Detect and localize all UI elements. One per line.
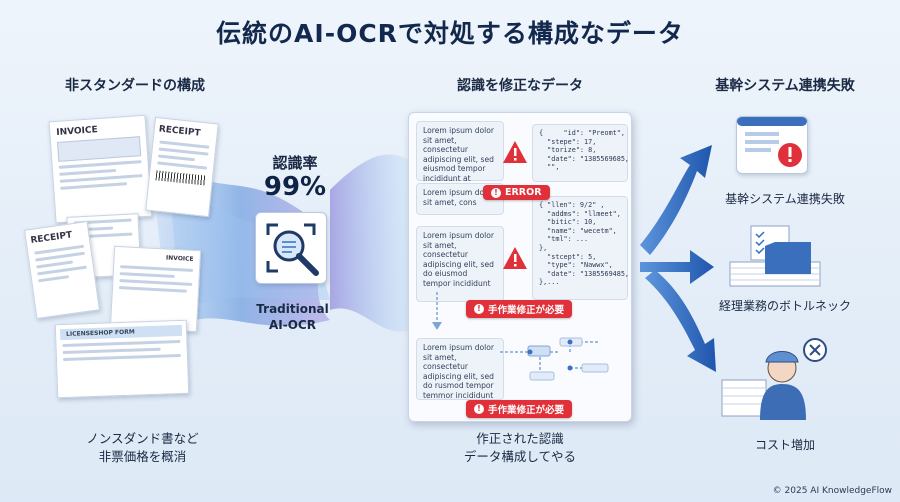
ocr-name-line1: Traditional: [256, 302, 329, 316]
text-block-3: Lorem ipsum dolor sit amet, consectetur …: [416, 226, 504, 302]
text-block-4: Lorem ipsum dolor sit amet, consectetur …: [416, 338, 504, 400]
invoice2-title: INVOICE: [165, 254, 194, 263]
invoice-document: INVOICE: [48, 114, 153, 224]
arrow-mid: [640, 250, 714, 284]
text-block-1: Lorem ipsum dolor sit amet, consectetur …: [416, 121, 504, 183]
stressed-worker-icon: [721, 338, 827, 420]
receipt2-document: RECEIPT: [24, 220, 100, 320]
error-badge: ! ERROR: [483, 185, 550, 200]
mini-flow-diagram: [500, 337, 609, 381]
form-document: LICENSESHOP FORM: [54, 319, 190, 399]
manual-fix-badge-2: ! 手作業修正が必要: [466, 400, 573, 418]
ocr-rate-label: 認識率: [272, 154, 318, 172]
right-item-1: 基幹システム連携失敗: [725, 192, 845, 206]
left-caption-line2: 非票価格を概消: [98, 449, 187, 464]
credit: © 2025 AI KnowledgeFlow: [772, 486, 892, 496]
ocr-name-line2: AI-OCR: [269, 318, 316, 332]
right-item-2: 経理業務のボトルネック: [718, 299, 851, 313]
form-title: LICENSESHOP FORM: [59, 324, 183, 341]
system-window-icon: [736, 116, 808, 174]
down-arrow-icon: [432, 292, 442, 330]
warning-icon: [503, 141, 527, 163]
error-label: ERROR: [505, 187, 542, 198]
arrow-down: [645, 270, 716, 372]
ocr-scanner: [255, 212, 327, 284]
right-heading: 基幹システム連携失敗: [715, 78, 855, 94]
barcode: [155, 170, 207, 186]
manual-fix-label-1: 手作業修正が必要: [488, 305, 565, 316]
magnifier-icon: [266, 223, 319, 276]
swoosh-right: [330, 154, 410, 332]
right-item-3: コスト増加: [754, 438, 815, 452]
folder-stack-icon: [729, 225, 821, 287]
left-caption-line1: ノンスダンド書など: [86, 431, 199, 446]
receipt-document: RECEIPT: [145, 116, 219, 218]
ocr-rate-value: 99%: [263, 172, 327, 202]
invoice2-document: INVOICE: [109, 245, 202, 333]
manual-fix-badge-1: ! 手作業修正が必要: [466, 300, 573, 318]
json-block-1: { "id": "Preomt", "stepe": 17, "torize":…: [532, 124, 629, 182]
receipt-title: RECEIPT: [158, 124, 202, 139]
page-title: 伝統のAI-OCRで対処する構成なデータ: [216, 19, 684, 48]
alert-icon: !: [491, 187, 501, 198]
arrow-up: [640, 145, 712, 255]
manual-fix-label-2: 手作業修正が必要: [488, 405, 565, 416]
alert-icon: !: [474, 304, 484, 314]
middle-heading: 認識を修正なデータ: [457, 78, 583, 94]
warning-icon: [503, 247, 527, 269]
alert-icon: !: [474, 404, 484, 414]
middle-caption-line2: データ構成してやる: [463, 449, 577, 464]
json-block-2: { "llen": 9/2" , "addms": "llmeet", "bit…: [532, 196, 629, 300]
middle-caption-line1: 作正された認識: [476, 431, 564, 446]
left-heading: 非スタンダードの構成: [65, 78, 205, 94]
